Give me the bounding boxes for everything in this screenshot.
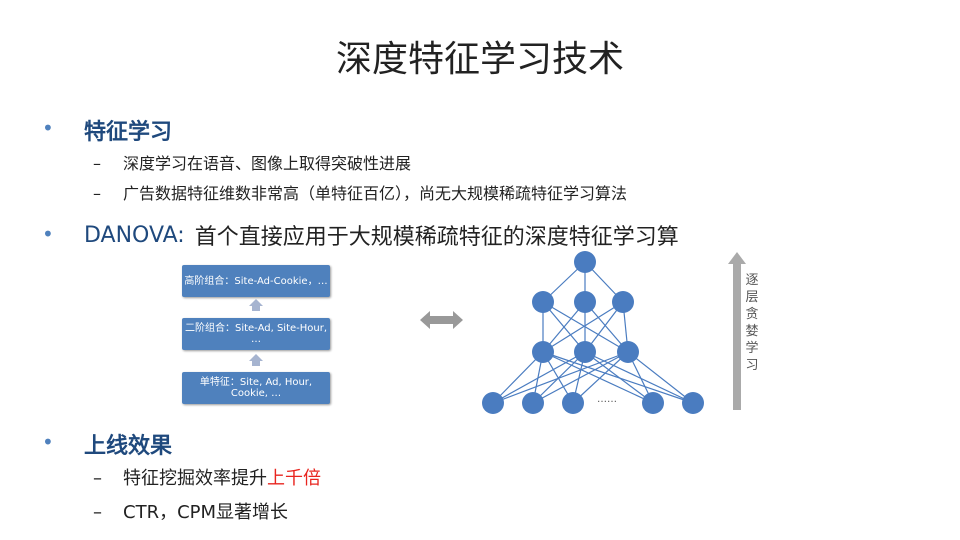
edge <box>542 351 654 404</box>
network-node <box>574 341 596 363</box>
dash: – <box>93 154 101 173</box>
box-second-order: 二阶组合：Site-Ad, Site-Hour, … <box>182 318 330 350</box>
heading-results: 上线效果 <box>84 428 172 460</box>
bullet: • <box>42 430 54 454</box>
up-arrow-icon <box>249 299 263 306</box>
dash: – <box>93 502 102 523</box>
danova-line: DANOVA: 首个直接应用于大规模稀疏特征的深度特征学习算 <box>84 219 679 251</box>
edges <box>492 261 694 404</box>
edge <box>532 351 629 404</box>
highlight-text: 上千倍 <box>267 468 321 489</box>
edge <box>542 301 624 353</box>
network-node <box>522 392 544 414</box>
up-arrow-icon <box>249 354 263 361</box>
box-single: 单特征：Site, Ad, Hour, Cookie, … <box>182 372 330 404</box>
item-text: 深度学习在语音、图像上取得突破性进展 <box>123 154 412 173</box>
network-node <box>682 392 704 414</box>
nodes <box>482 251 704 414</box>
ellipsis: …… <box>597 394 617 405</box>
box-high-order: 高阶组合：Site-Ad-Cookie，… <box>182 265 330 297</box>
network-node <box>617 341 639 363</box>
bullet: • <box>42 116 54 140</box>
list-item: –特征挖掘效率提升上千倍 <box>93 464 321 490</box>
network-node <box>532 341 554 363</box>
network-node <box>482 392 504 414</box>
danova-text: 首个直接应用于大规模稀疏特征的深度特征学习算 <box>194 225 679 250</box>
heading-text: 特征学习 <box>84 120 173 145</box>
list-item: –CTR，CPM显著增长 <box>93 498 288 524</box>
item-text: CTR，CPM显著增长 <box>123 502 289 523</box>
item-text: 广告数据特征维数非常高（单特征百亿），尚无大规模稀疏特征学习算法 <box>123 184 628 203</box>
edge <box>492 351 586 404</box>
edge <box>492 351 544 404</box>
network-node <box>574 291 596 313</box>
heading-text: 上线效果 <box>84 434 173 459</box>
edge <box>572 351 629 404</box>
list-item: – 广告数据特征维数非常高（单特征百亿），尚无大规模稀疏特征学习算法 <box>93 180 627 204</box>
item-text: 特征挖掘效率提升 <box>123 468 267 489</box>
edge <box>584 351 654 404</box>
dash: – <box>93 184 101 203</box>
danova-label: DANOVA: <box>84 222 185 248</box>
up-arrow-stem <box>252 361 260 366</box>
list-item: – 深度学习在语音、图像上取得突破性进展 <box>93 150 411 174</box>
network-node <box>642 392 664 414</box>
heading-feature-learning: 特征学习 <box>84 114 172 146</box>
double-arrow-icon <box>420 311 463 329</box>
up-arrow-stem <box>252 306 260 311</box>
network-node <box>574 251 596 273</box>
edge <box>492 351 629 404</box>
edge <box>627 351 694 404</box>
network-node <box>532 291 554 313</box>
dash: – <box>93 468 102 489</box>
network-node <box>612 291 634 313</box>
network-node <box>562 392 584 414</box>
bullet: • <box>42 222 54 246</box>
up-arrow-long-icon <box>728 252 746 410</box>
slide-title: 深度特征学习技术 <box>335 39 624 80</box>
edge <box>584 351 694 404</box>
vertical-label: 逐层贪婪学习 <box>745 273 759 373</box>
